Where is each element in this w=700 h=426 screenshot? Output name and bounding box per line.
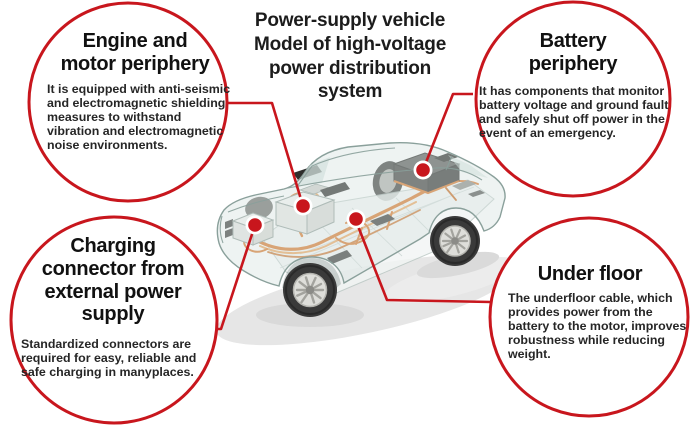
callout-connector-engine (227, 101, 305, 207)
callout-heading-charging: Charging connector from external power s… (41, 235, 185, 326)
callout-heading-engine: Engine and motor periphery (60, 30, 210, 75)
callout-markers (245, 160, 433, 235)
callout-body-engine: It is equipped with anti-seismic and ele… (47, 82, 231, 153)
callout-circle-battery (474, 0, 672, 198)
diagram-title: Power-supply vehicle Model of high-volta… (253, 10, 447, 103)
marker-dot-engine (293, 196, 313, 216)
callout-heading-underfloor: Under floor (537, 263, 643, 285)
callout-connector-underfloor (354, 220, 492, 304)
callout-connector-battery (421, 92, 473, 171)
marker-dot-underfloor (346, 209, 366, 229)
callout-rings (9, 0, 690, 425)
callout-body-battery: It has components that monitor battery v… (479, 84, 669, 141)
rear-wheel (430, 216, 480, 266)
marker-dot-charging (245, 215, 265, 235)
callout-circle-charging (9, 215, 219, 425)
callout-connector-charging (217, 224, 257, 331)
vehicle-illustration (216, 142, 521, 346)
callout-heading-battery: Battery periphery (528, 30, 618, 75)
callout-circle-underfloor (488, 216, 690, 418)
callout-body-underfloor: The underfloor cable, which provides pow… (508, 291, 687, 362)
marker-dot-battery (413, 160, 433, 180)
callout-connectors (217, 92, 492, 331)
callout-body-charging: Standardized connectors are required for… (21, 337, 197, 380)
front-wheel (283, 263, 337, 317)
